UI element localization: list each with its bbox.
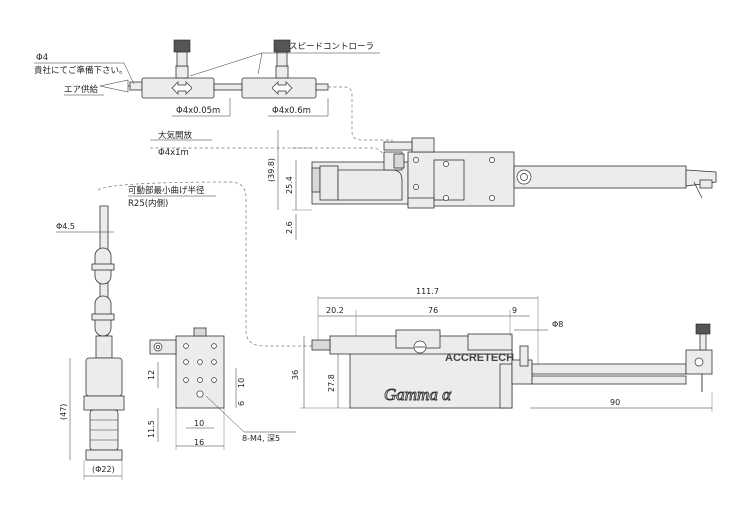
dim-2-6: 2.6 — [285, 221, 294, 234]
side-probe-arm — [531, 363, 687, 375]
dim-6: 6 — [237, 401, 246, 406]
dim-10-h: 10 — [194, 419, 204, 428]
side-body — [349, 349, 513, 409]
dim-10-v: 10 — [237, 378, 246, 388]
dim-phi22: (Φ22) — [92, 465, 115, 474]
air-supply-label: エア供給 — [64, 84, 99, 95]
phi4-label: Φ4 — [36, 53, 48, 63]
cable-connector-assembly: Φ4.5 (47) (Φ22) — [56, 205, 125, 480]
tube-exhaust-label: Φ4x1m — [158, 148, 189, 158]
dim-27-8: 27.8 — [327, 374, 336, 392]
brand-label: ACCRETECH — [445, 352, 514, 364]
speed-controller-assembly — [99, 39, 329, 99]
atmosphere-open-label: 大気開放 — [158, 130, 193, 141]
dim-phi4-5: Φ4.5 — [56, 222, 75, 231]
probe-arm — [513, 165, 687, 189]
tube-long-label: Φ4x0.6m — [272, 106, 311, 116]
dim-11-5: 11.5 — [147, 420, 156, 438]
dim-16: 16 — [194, 438, 204, 447]
dim-39-8: (39.8) — [267, 158, 276, 182]
dim-111-7: 111.7 — [416, 287, 439, 296]
dim-12: 12 — [147, 370, 156, 380]
dim-47: (47) — [59, 404, 68, 420]
flow-arrow-2 — [271, 81, 293, 95]
min-bend-radius-label: 可動部最小曲げ半径 — [128, 185, 205, 196]
controller-2-knob — [273, 39, 291, 53]
dim-90: 90 — [610, 398, 620, 407]
controller-1-knob — [173, 39, 191, 53]
tube-short-label: Φ4x0.05m — [176, 106, 220, 116]
speed-controller-label: スピードコントローラ — [289, 42, 374, 52]
unit-top-view: (39.8) 25.4 2.6 — [267, 130, 717, 240]
dim-20-2: 20.2 — [326, 306, 344, 315]
dim-25-4: 25.4 — [285, 176, 294, 194]
r25-label: R25(内側) — [128, 198, 168, 209]
product-label: Gamma α — [384, 385, 452, 404]
dim-36: 36 — [291, 370, 300, 380]
dim-9: 9 — [512, 306, 517, 315]
cable-hose — [97, 181, 312, 347]
unit-end-view: 12 11.5 10 6 10 16 8-M4, 深5 — [147, 327, 296, 450]
supply-note-label: 貴社にてご準備下さい。 — [34, 65, 128, 76]
air-supply-arrow — [99, 79, 129, 93]
flow-arrow-1 — [171, 81, 193, 95]
unit-side-view: ACCRETECH Gamma α 111.7 20.2 76 9 Φ8 36 … — [291, 287, 713, 412]
dim-76: 76 — [428, 306, 438, 315]
dim-phi8: Φ8 — [552, 320, 563, 329]
air-hose-main — [328, 86, 393, 150]
tube-fitting-left — [129, 81, 143, 91]
connector-body — [85, 357, 123, 397]
screw-note: 8-M4, 深5 — [242, 434, 280, 443]
